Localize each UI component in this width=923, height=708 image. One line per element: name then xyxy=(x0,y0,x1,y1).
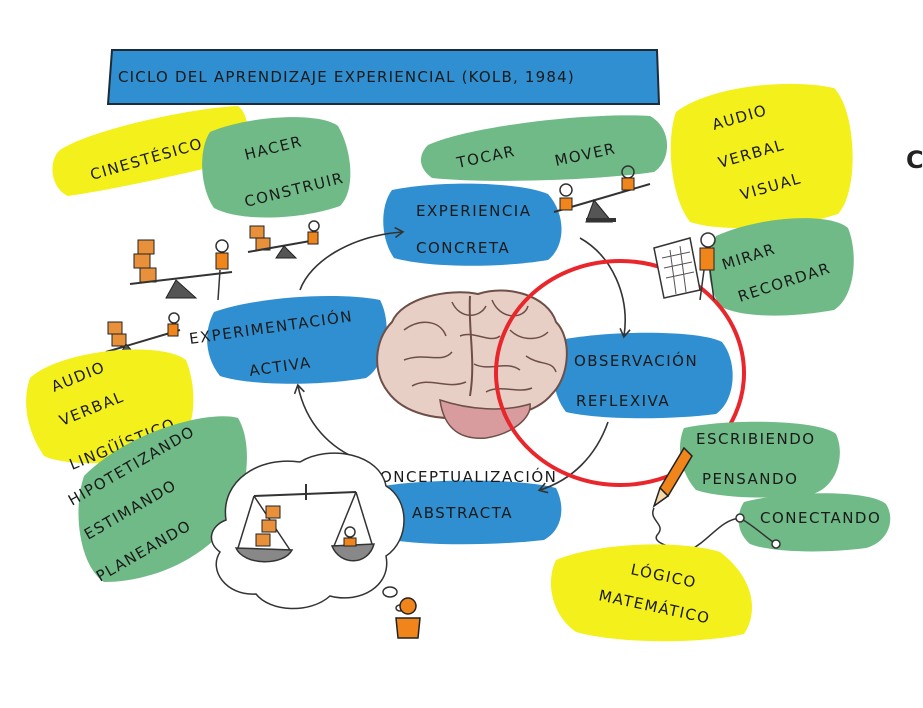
green-blob-hacer xyxy=(202,117,351,218)
label-escribiendo: ESCRIBIENDO xyxy=(696,430,816,448)
highlight-circle xyxy=(494,259,746,487)
label-conectando: CONECTANDO xyxy=(760,509,881,527)
stage-abstract-line2: ABSTRACTA xyxy=(412,504,513,522)
stage-active: EXPERIMENTACIÓN ACTIVA xyxy=(188,296,387,384)
yellow-blob-audio-top xyxy=(670,83,853,229)
seesaw-crates-mid xyxy=(247,220,320,259)
balance-scale-illustration xyxy=(234,484,375,563)
green-blob-conectando xyxy=(738,493,891,552)
yellow-blob-logico xyxy=(550,544,752,642)
seesaw-illustration-top xyxy=(553,165,651,223)
stage-concrete-line2: CONCRETA xyxy=(416,239,510,257)
stage-reflective-line1: OBSERVACIÓN xyxy=(574,351,698,370)
arrow-reflective-to-abstract xyxy=(537,421,609,494)
label-pensando: PENSANDO xyxy=(702,470,798,488)
brain-illustration xyxy=(376,289,568,439)
green-blob-tocar-mover xyxy=(420,115,668,181)
stage-abstract-line1: CONCEPTUALIZACIÓN xyxy=(368,467,557,486)
seesaw-crates-left xyxy=(129,239,233,301)
pencil-illustration xyxy=(652,446,693,551)
title-text: CICLO DEL APRENDIZAJE EXPERIENCIAL (KOLB… xyxy=(118,68,575,86)
stage-concrete: EXPERIENCIA CONCRETA xyxy=(383,183,562,266)
cropped-edge-letter: C xyxy=(906,146,923,174)
green-blob-mirar xyxy=(708,218,854,316)
arrow-concrete-to-reflective xyxy=(579,237,631,339)
thinking-figure xyxy=(395,597,421,639)
stage-abstract: CONCEPTUALIZACIÓN ABSTRACTA xyxy=(367,467,562,545)
figure-reading-paper xyxy=(653,232,716,301)
green-blob-escribiendo xyxy=(680,421,840,498)
stage-concrete-line1: EXPERIENCIA xyxy=(416,202,531,220)
stage-reflective: OBSERVACIÓN REFLEXIVA xyxy=(553,332,733,419)
title-banner: CICLO DEL APRENDIZAJE EXPERIENCIAL (KOLB… xyxy=(106,49,661,105)
green-blob-hipotetizando xyxy=(78,416,247,582)
yellow-blob-cinestesico xyxy=(52,106,248,196)
arrow-active-to-concrete xyxy=(299,226,405,291)
stage-reflective-line2: REFLEXIVA xyxy=(576,392,670,410)
arrow-abstract-to-active xyxy=(293,383,361,461)
